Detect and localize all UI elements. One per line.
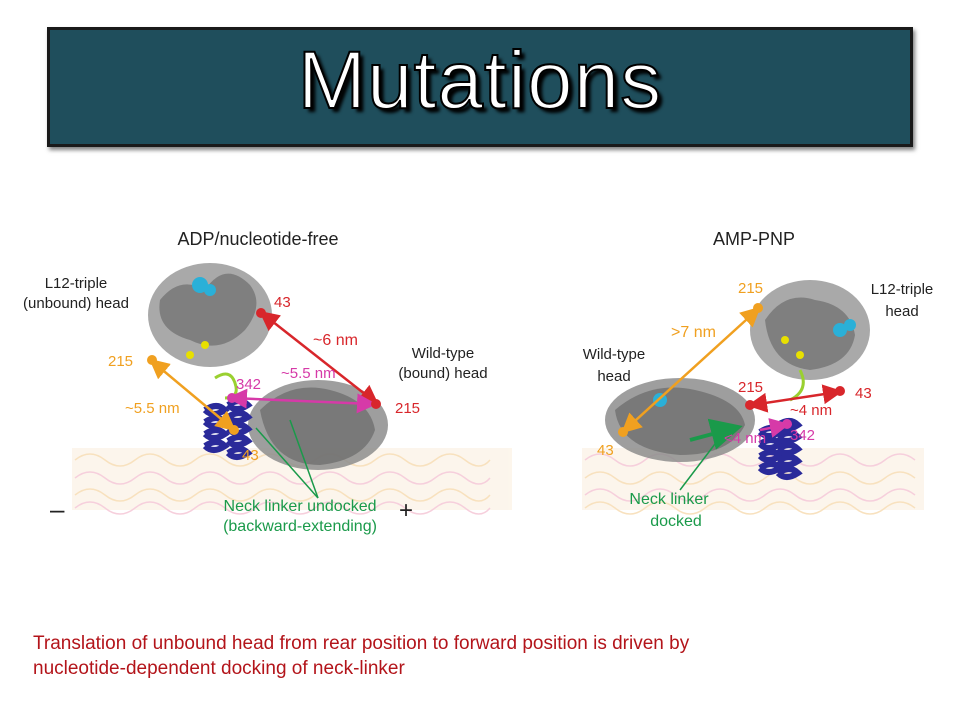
arrow-pink-342 (759, 418, 790, 438)
left-res-215-right: 215 (395, 400, 420, 417)
arrow-6nm (259, 310, 379, 406)
dot-43-bottom (229, 425, 239, 435)
right-neck-label-2: docked (650, 513, 702, 530)
dot-342-left (227, 393, 237, 403)
neck-pointer-right (679, 439, 719, 491)
left-res-342: 342 (236, 376, 261, 393)
right-panel: AMP-PNP L12-triple head Wild-type head 2… (582, 229, 933, 530)
right-dist-4-red: ~4 nm (790, 402, 832, 419)
right-wild-label-1: Wild-type (583, 346, 646, 363)
left-dist-6: ~6 nm (313, 332, 358, 349)
left-dist-55-pink: ~5.5 nm (281, 365, 336, 382)
left-res-215-left: 215 (108, 353, 133, 370)
title-banner: Mutations (47, 27, 913, 147)
neck-pointer-left-2 (255, 427, 319, 499)
right-heading: AMP-PNP (713, 229, 795, 249)
caption: Translation of unbound head from rear po… (33, 631, 933, 681)
left-wild-label-1: Wild-type (412, 345, 475, 362)
dot-43-top (256, 308, 266, 318)
microtubule-right (582, 448, 924, 515)
dot-215-right (371, 399, 381, 409)
plus-end-label: + (399, 497, 413, 524)
right-res-43-right: 43 (855, 385, 872, 402)
minus-end-label: – (50, 494, 65, 524)
arrow-docked-green (689, 418, 743, 450)
bound-head-structure (248, 380, 388, 470)
unbound-head-structure (148, 263, 272, 367)
dot-215-mid-right (745, 400, 755, 410)
left-panel: ADP/nucleotide-free L12-triple (unbound)… (23, 229, 512, 535)
arrow-7nm (621, 306, 761, 434)
left-wild-label-2: (bound) head (398, 365, 487, 382)
right-l12-label-1: L12-triple (871, 281, 934, 298)
right-bound-head-structure (605, 378, 755, 462)
right-wild-label-2: head (597, 368, 630, 385)
left-res-43-top: 43 (274, 294, 291, 311)
dot-43-right (835, 386, 845, 396)
left-l12-label-1: L12-triple (45, 275, 108, 292)
left-neck-label-1: Neck linker undocked (224, 498, 377, 515)
dot-342-right (782, 419, 792, 429)
arrow-55nm-pink (227, 388, 377, 414)
left-heading: ADP/nucleotide-free (177, 229, 338, 249)
page-title: Mutations (297, 34, 663, 127)
arrow-55nm-orange (149, 358, 236, 432)
caption-line-2: nucleotide-dependent docking of neck-lin… (33, 658, 405, 679)
dot-43-left-right (618, 427, 628, 437)
right-res-342: 342 (790, 427, 815, 444)
left-neck-label-2: (backward-extending) (223, 518, 377, 535)
neck-pointer-left-1 (289, 419, 319, 499)
dot-215-top-right (753, 303, 763, 313)
right-res-215-mid: 215 (738, 379, 763, 396)
right-dist-7: >7 nm (671, 324, 716, 341)
left-dist-55-orange: ~5.5 nm (125, 400, 180, 417)
right-unbound-head-structure (750, 280, 870, 380)
right-res-215-top: 215 (738, 280, 763, 297)
right-dist-4-green: <4 nm (724, 430, 766, 447)
right-l12-label-2: head (885, 303, 918, 320)
right-res-43-left: 43 (597, 442, 614, 459)
arrow-4nm-red (747, 384, 843, 413)
left-l12-label-2: (unbound) head (23, 295, 129, 312)
right-neck-label-1: Neck linker (629, 491, 709, 508)
dot-215-left (147, 355, 157, 365)
caption-line-1: Translation of unbound head from rear po… (33, 633, 690, 654)
left-res-43-bottom: 43 (242, 447, 259, 464)
